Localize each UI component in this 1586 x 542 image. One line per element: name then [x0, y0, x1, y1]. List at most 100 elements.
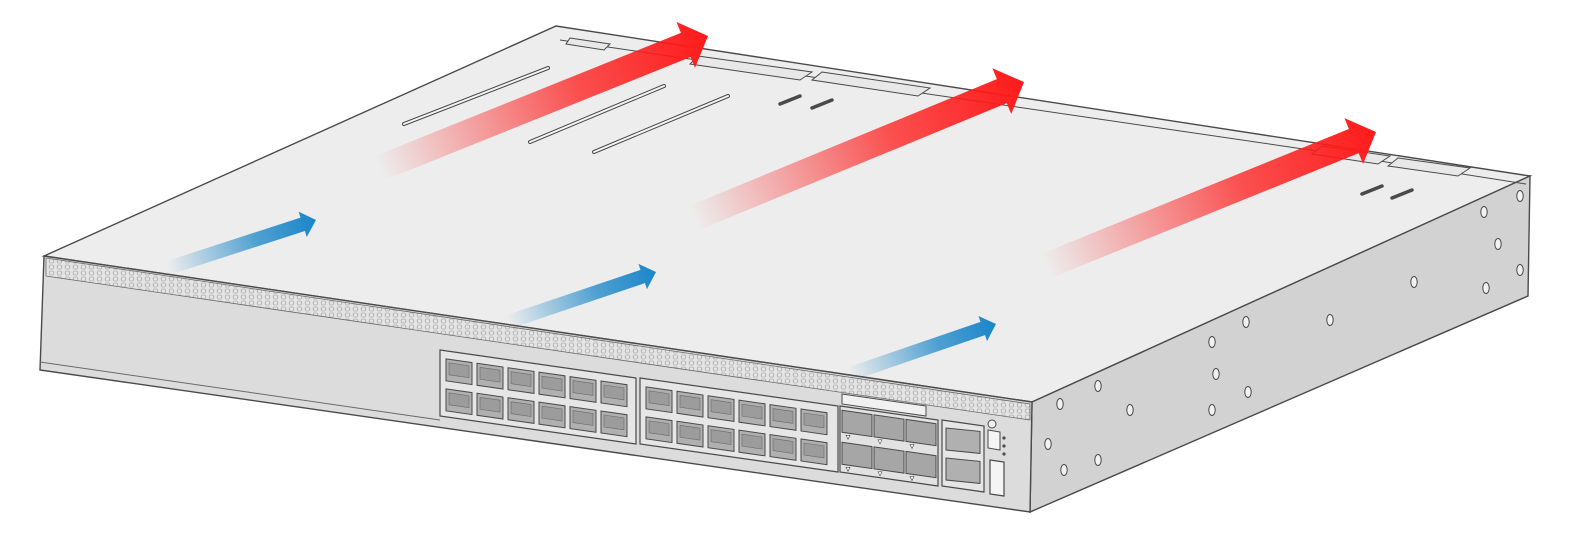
airflow-arrows	[165, 22, 1376, 381]
rj45-port	[569, 405, 597, 433]
side-screw-holes	[1044, 190, 1524, 476]
screw-hole	[1482, 282, 1490, 294]
rj45-port	[538, 401, 566, 429]
rj45-port-cavity	[772, 408, 794, 424]
front-bottom-edge	[39, 361, 441, 421]
exhaust-arrow	[375, 22, 708, 181]
screw-hole	[1326, 314, 1334, 326]
rj45-port	[800, 408, 828, 436]
sfp-led-icon	[877, 439, 883, 445]
rj45-port-cavity	[572, 380, 594, 396]
screw-hole	[1516, 264, 1524, 276]
exhaust-arrow	[1041, 118, 1376, 279]
rj45-port-cavity	[710, 429, 732, 445]
top-rear-tab	[565, 37, 612, 51]
rj45-port	[676, 390, 704, 418]
intake-arrow	[847, 315, 996, 381]
screw-hole	[1060, 464, 1068, 476]
top-small-slot	[810, 98, 834, 110]
screw-hole	[1094, 380, 1102, 392]
rj45-port-cavity	[603, 384, 625, 401]
rj45-port-cavity	[510, 371, 532, 387]
rj45-port-cavity	[803, 412, 825, 429]
rj45-port-cavity	[448, 392, 470, 409]
rj45-port-cavity	[741, 433, 763, 450]
status-led	[1002, 436, 1006, 440]
rj45-port-cavity	[448, 362, 470, 379]
rj45-port	[507, 367, 535, 395]
sfp-led-icon	[909, 476, 915, 482]
rj45-port-cavity	[648, 420, 670, 437]
sfp-cage	[841, 441, 873, 470]
sfp-cage	[841, 409, 873, 438]
reset-button	[987, 419, 997, 429]
rj45-port	[600, 380, 628, 408]
screw-hole	[1208, 336, 1216, 348]
console-port	[987, 429, 1001, 451]
sfp-cage	[905, 418, 937, 447]
rj45-ports	[445, 358, 828, 466]
top-rear-tab	[1386, 157, 1472, 177]
screw-hole	[1094, 454, 1102, 466]
rj45-port	[645, 386, 673, 414]
top-rear-tab	[810, 71, 932, 97]
rj45-port	[445, 388, 473, 416]
intake-arrow	[505, 263, 656, 329]
screw-hole	[1044, 438, 1052, 450]
sfp-cage	[905, 450, 937, 479]
rj45-port-cavity	[679, 394, 701, 411]
screw-hole	[1212, 368, 1220, 380]
rj45-port	[707, 425, 735, 453]
sfp-led-icon	[909, 444, 915, 450]
rj45-port	[769, 433, 797, 461]
rj45-port	[738, 429, 766, 457]
rj45-port-cavity	[741, 403, 763, 420]
rj45-port-cavity	[679, 424, 701, 441]
rj45-port-cavity	[803, 442, 825, 459]
screw-hole	[1494, 238, 1502, 250]
rj45-port	[538, 371, 566, 399]
screw-hole	[1480, 206, 1488, 218]
exhaust-arrow	[689, 68, 1024, 231]
usb-port	[989, 459, 1005, 497]
screw-hole	[1056, 398, 1064, 410]
management-ports	[945, 427, 981, 484]
rj45-port	[738, 399, 766, 427]
intake-arrow	[165, 211, 316, 275]
rj45-port-cavity	[572, 410, 594, 426]
rj45-port	[707, 395, 735, 423]
front-vent-mesh	[45, 257, 1031, 421]
rj45-port-cavity	[541, 405, 563, 422]
rj45-port	[476, 392, 504, 420]
rj45-port	[569, 375, 597, 403]
rj45-port	[600, 410, 628, 438]
sfp-cage	[873, 446, 905, 474]
rj45-port	[645, 416, 673, 444]
top-vent-slot	[403, 67, 549, 125]
rj45-port-cavity	[710, 399, 732, 415]
rj45-port	[476, 362, 504, 390]
top-vent-slot	[529, 85, 665, 143]
sfp-cage	[873, 414, 905, 442]
rj45-port	[445, 358, 473, 386]
rj45-port	[676, 420, 704, 448]
screw-hole	[1516, 190, 1524, 202]
sfp-led-icon	[845, 434, 851, 440]
rj45-port-cavity	[603, 414, 625, 431]
screw-hole	[1410, 276, 1418, 288]
rj45-port	[769, 403, 797, 431]
top-vent-slot	[593, 95, 729, 153]
screw-hole	[1126, 404, 1134, 416]
screw-hole	[1208, 404, 1216, 416]
front-port-panel	[439, 349, 1006, 497]
rj45-port-cavity	[648, 390, 670, 407]
rj45-port-cavity	[479, 366, 501, 383]
rj45-port-cavity	[541, 375, 563, 392]
management-port	[945, 457, 981, 484]
top-small-slot	[778, 94, 802, 106]
status-led	[1002, 444, 1006, 448]
rj45-port	[800, 438, 828, 466]
sfp-label-strip	[841, 393, 927, 417]
